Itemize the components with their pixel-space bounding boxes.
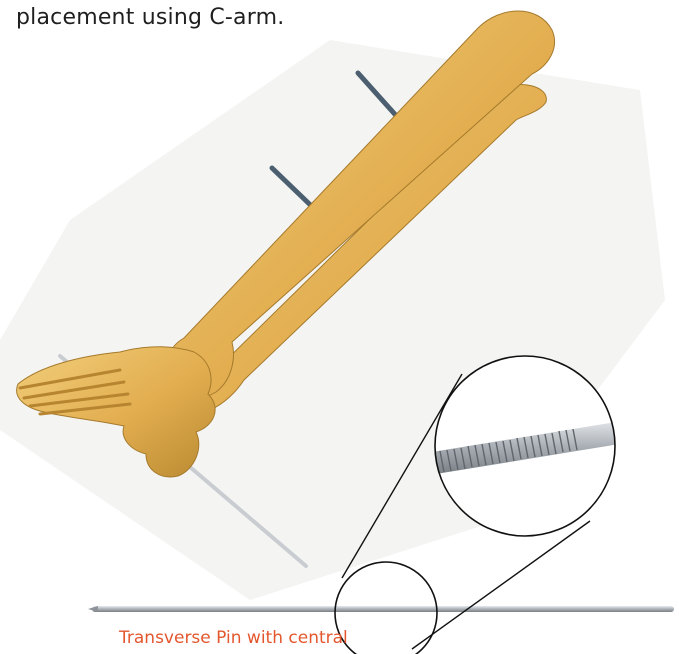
zoom-callout-line xyxy=(412,521,590,649)
figure-caption: Transverse Pin with central xyxy=(119,628,348,648)
transverse-pin xyxy=(92,606,674,612)
